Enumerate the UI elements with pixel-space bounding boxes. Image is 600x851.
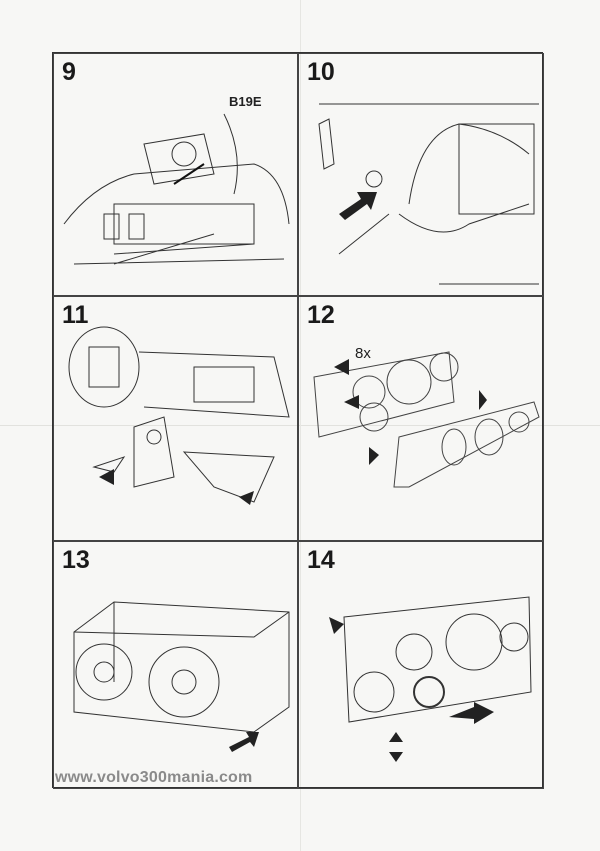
screw-count-label: 8x (355, 345, 371, 362)
engine-label: B19E (229, 94, 262, 109)
up-down-arrow-icon (389, 732, 403, 762)
arrow-icon (479, 390, 487, 410)
cluster-back-illustration (73, 601, 290, 752)
step-14-panel: 14 (298, 541, 544, 789)
step-number: 12 (307, 301, 335, 329)
step-number: 14 (307, 546, 335, 574)
step-number: 13 (62, 546, 90, 574)
arrow-icon (344, 395, 359, 409)
arrow-icon (239, 491, 254, 505)
step-10-panel: 10 (298, 53, 544, 296)
step-13-panel: 13 (53, 541, 298, 789)
engine-bay-illustration (63, 113, 290, 265)
dashboard-console-illustration (68, 326, 290, 505)
arrow-icon (329, 617, 344, 634)
instrument-cluster-removal-illustration (313, 351, 540, 488)
arrow-icon (99, 469, 114, 485)
arrow-icon (369, 447, 379, 465)
step-number: 11 (62, 301, 89, 329)
watermark: www.volvo300mania.com (55, 769, 253, 786)
arrow-icon (449, 702, 494, 724)
fold-line (300, 0, 301, 851)
gauge-replacement-illustration (329, 596, 532, 762)
step-number: 9 (62, 58, 76, 86)
step-12-panel: 12 8x (298, 296, 544, 541)
arrow-icon (229, 732, 259, 752)
arrow-icon (339, 192, 377, 220)
steering-column-illustration (318, 103, 539, 285)
arrow-icon (334, 359, 349, 375)
step-9-panel: 9 B19E (53, 53, 298, 296)
step-number: 10 (307, 58, 335, 86)
step-11-panel: 11 (53, 296, 298, 541)
instruction-grid: 9 B19E 10 (52, 52, 544, 789)
